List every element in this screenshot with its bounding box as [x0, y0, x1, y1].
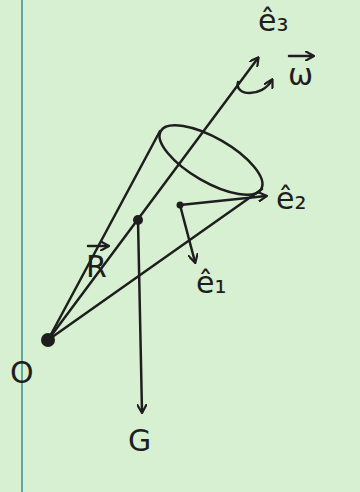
e1-arrow: [180, 205, 195, 262]
axis-label: ê₁: [196, 266, 226, 301]
gravity-arrow: [138, 220, 142, 412]
vector-label: R: [86, 250, 107, 285]
point-label: O: [10, 356, 34, 391]
axis-label: ê₃: [258, 4, 288, 39]
vector-overarrow: [88, 245, 108, 248]
origin-dot: [41, 333, 55, 347]
axis-label: ê₂: [276, 182, 306, 217]
force-label: G: [128, 424, 151, 459]
vector-label: ω: [288, 58, 313, 93]
mass-center-dot: [133, 215, 143, 225]
margin-line: [21, 0, 23, 492]
cone-edge: [48, 131, 160, 340]
cone-base: [150, 112, 272, 208]
cone-edge: [48, 189, 262, 340]
vector-overarrow: [289, 55, 313, 58]
e2-arrow: [180, 196, 266, 205]
frame-origin-dot: [177, 202, 184, 209]
rotation-arrow: [238, 80, 272, 93]
